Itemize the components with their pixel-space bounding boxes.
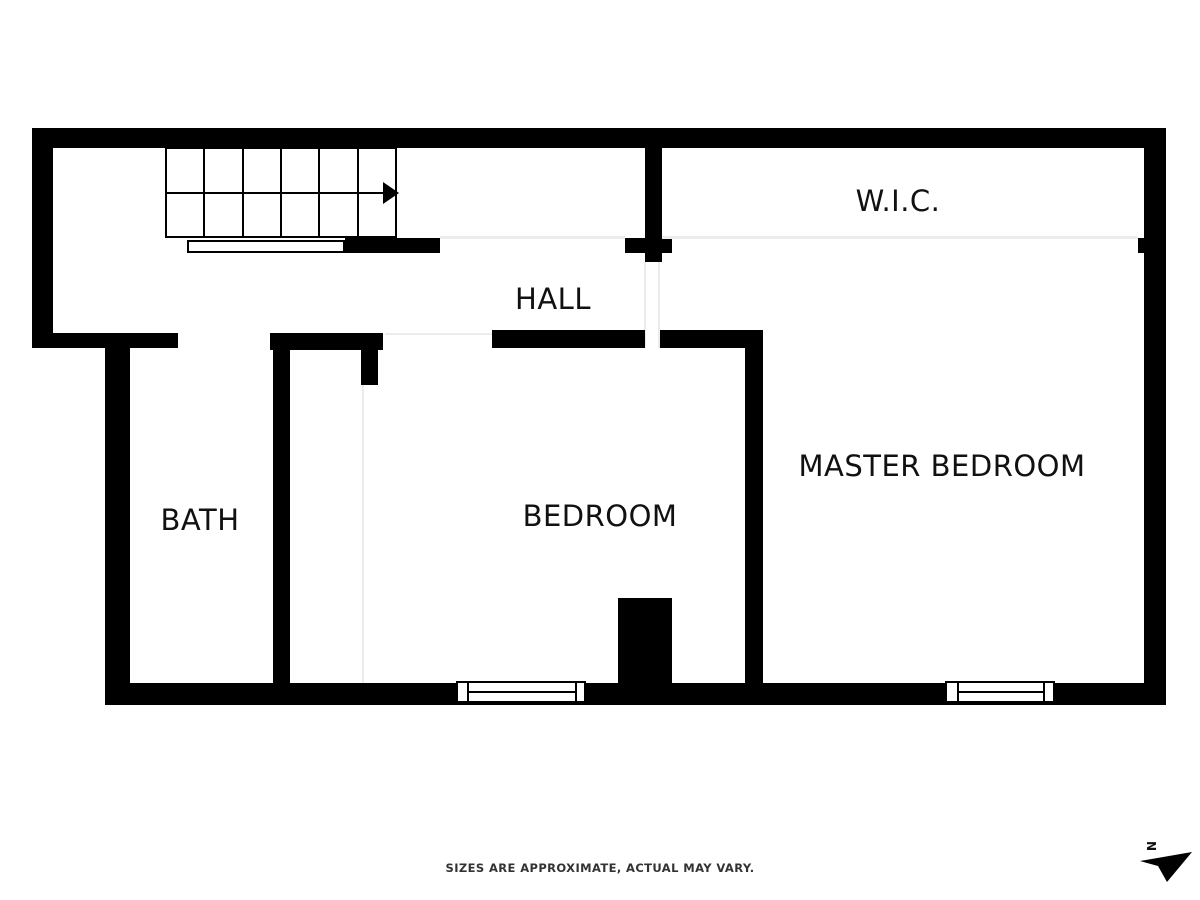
stair-opening-line xyxy=(440,236,625,239)
room-label-bedroom: BEDROOM xyxy=(522,499,678,533)
bedroom-closet-opening-line xyxy=(362,385,364,683)
room-label-wic: W.I.C. xyxy=(855,184,941,218)
master-door-opening-left-line xyxy=(644,262,646,348)
stair-landing-wall xyxy=(345,238,440,253)
stair-direction-line xyxy=(167,192,383,194)
north-arrow-icon xyxy=(1140,852,1192,882)
exterior-wall-left-upper xyxy=(32,128,53,348)
bedroom-top-wall-right xyxy=(660,330,763,348)
hall-wic-divider-jamb-bar xyxy=(625,238,672,253)
bath-top-wall xyxy=(270,333,383,350)
bedroom-master-divider-wall xyxy=(745,330,763,683)
wic-opening-line xyxy=(662,236,1138,239)
room-label-bath: BATH xyxy=(160,503,240,537)
exterior-wall-right xyxy=(1144,128,1166,705)
room-label-hall: HALL xyxy=(515,282,591,316)
window-sash-line xyxy=(957,691,1045,693)
exterior-wall-bottom xyxy=(105,683,1166,705)
master-door-opening-right-line xyxy=(658,262,660,348)
master-bedroom-window xyxy=(945,681,1055,703)
stair-railing xyxy=(187,240,345,253)
room-label-master-bedroom: MASTER BEDROOM xyxy=(798,449,1086,483)
disclaimer-text: SIZES ARE APPROXIMATE, ACTUAL MAY VARY. xyxy=(445,861,755,875)
bedroom-closet-stub-wall xyxy=(361,348,378,385)
stair-direction-arrow-icon xyxy=(383,182,399,204)
exterior-wall-left-lower xyxy=(105,333,130,705)
wic-opening-right-jamb xyxy=(1138,238,1150,253)
bath-bedroom-divider-wall xyxy=(273,348,290,683)
bedroom-top-wall-left xyxy=(492,330,645,348)
chimney-chase xyxy=(618,598,672,683)
bedroom-window xyxy=(456,681,586,703)
exterior-wall-top xyxy=(32,128,1166,148)
hall-wic-divider-wall xyxy=(645,148,662,262)
bedroom-door-threshold-line xyxy=(385,333,492,335)
window-sash-line xyxy=(467,691,577,693)
